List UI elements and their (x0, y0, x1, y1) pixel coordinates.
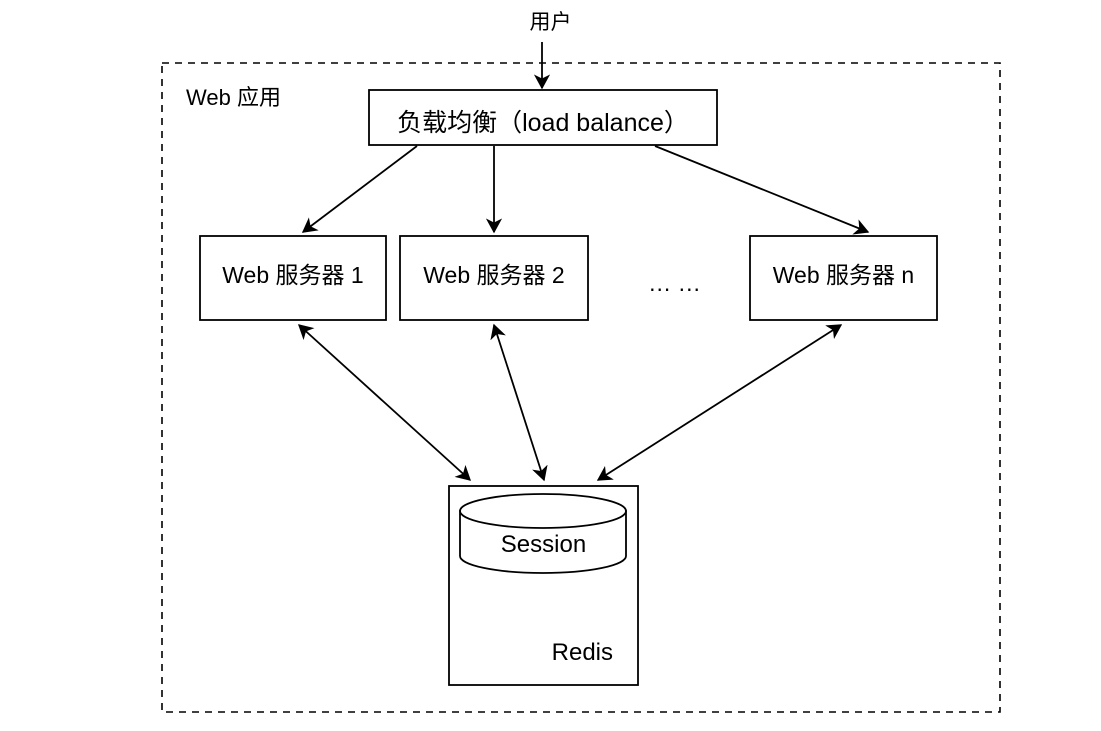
web-server-2-box (399, 235, 589, 321)
edge-web-server-1-to-redis (297, 324, 472, 481)
session-cylinder (459, 493, 627, 574)
edge-lb-to-web-server-1 (301, 145, 418, 233)
edge-web-server-2-to-redis (490, 323, 548, 482)
web-server-n-box (749, 235, 938, 321)
web-server-1-box (199, 235, 387, 321)
edge-web-server-n-to-redis (596, 324, 843, 481)
web-application-boundary (161, 62, 1001, 713)
edge-lb-to-web-server-n (654, 145, 870, 235)
load-balancer-box (368, 89, 718, 146)
